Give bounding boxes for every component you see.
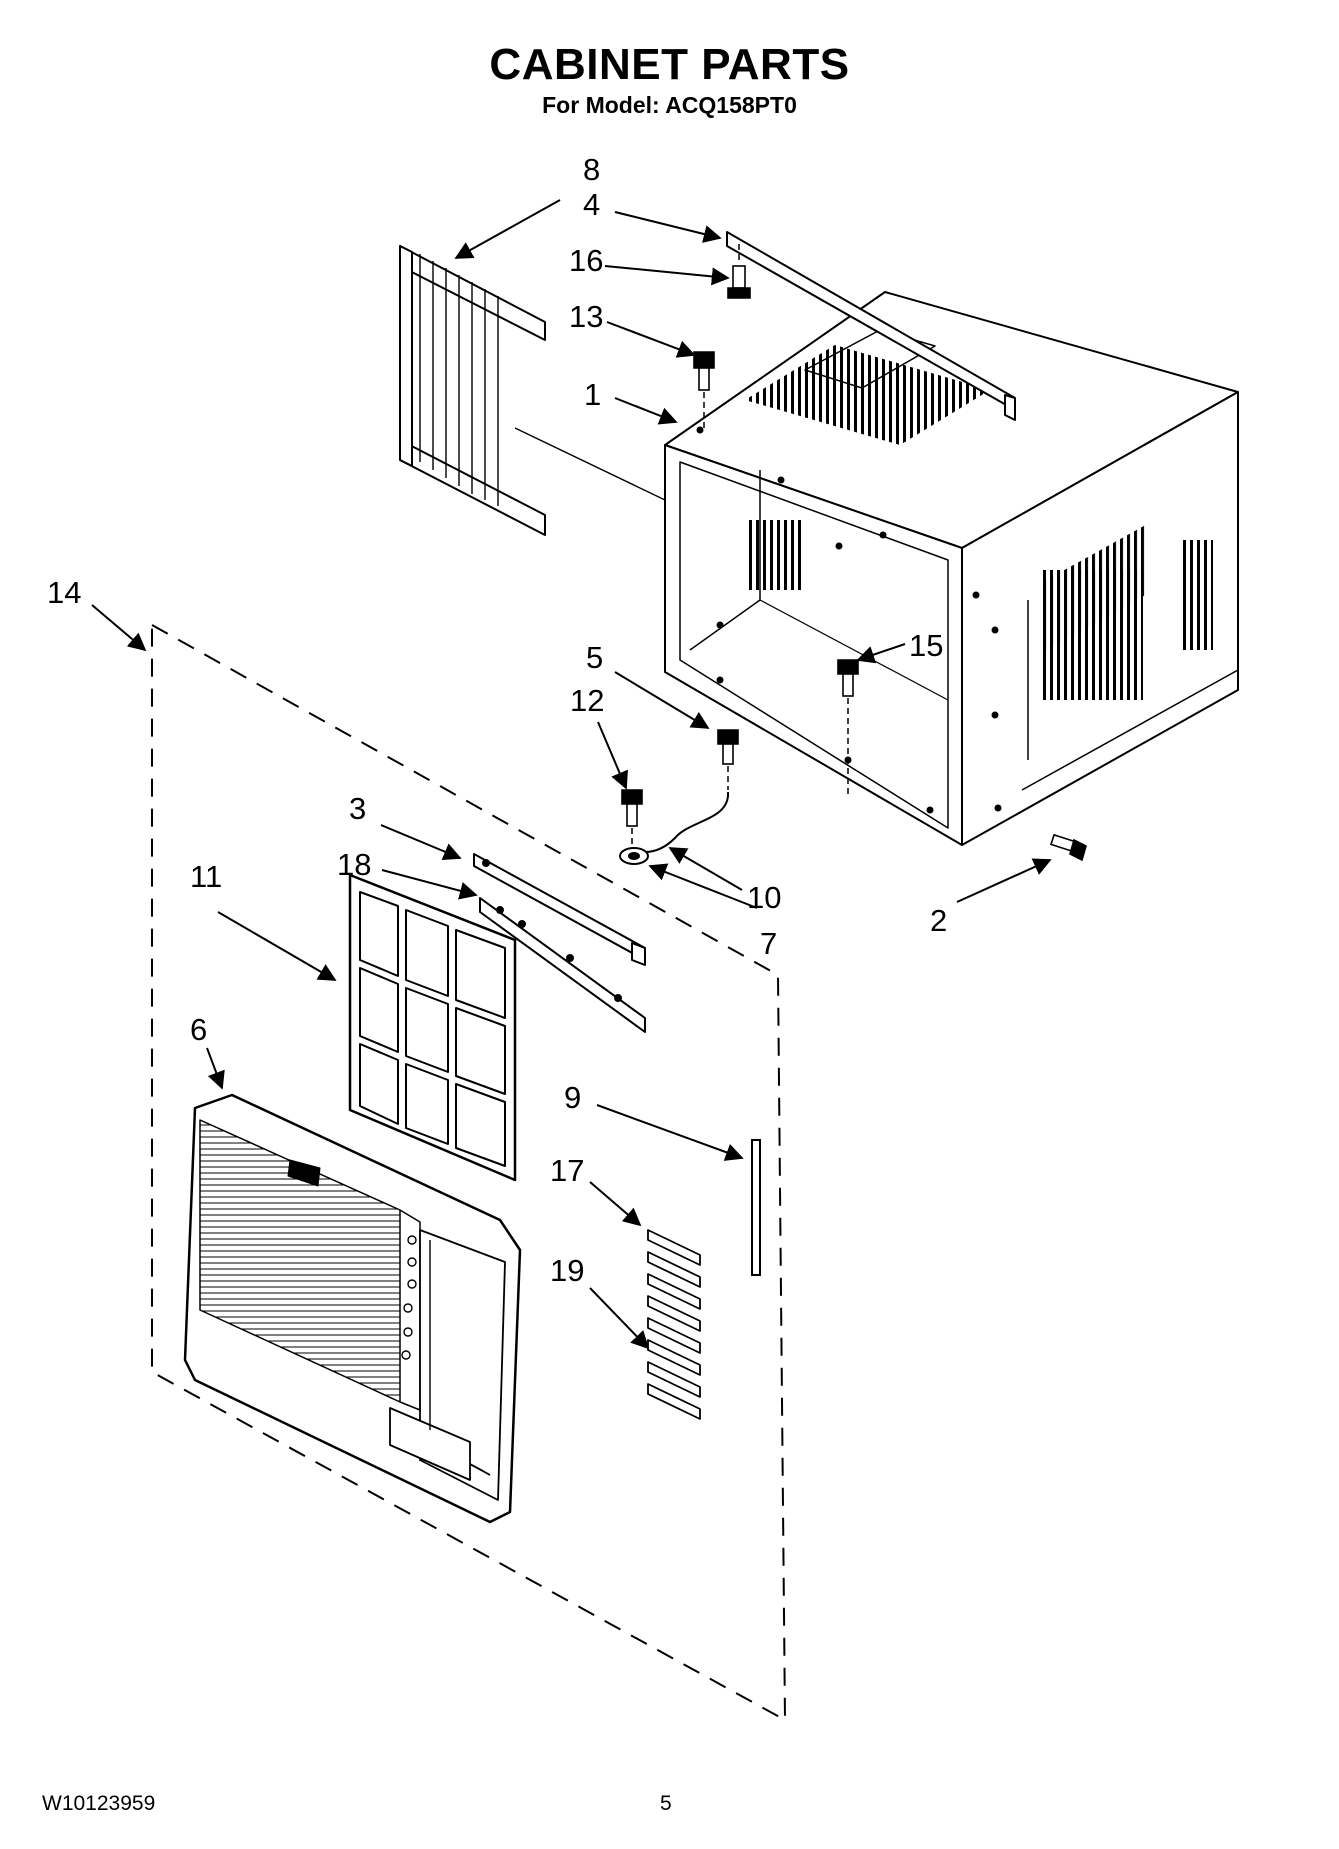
callout-8: 8 [583,152,600,187]
air-filter [348,873,517,1182]
louvers [647,1229,701,1420]
page-title: CABINET PARTS [489,40,850,89]
front-panel-assembly-outline [151,623,787,1722]
page-number: 5 [660,1792,672,1815]
callout-13: 13 [569,299,603,334]
callout-15: 15 [909,628,943,663]
callout-17: 17 [550,1153,584,1188]
model-subtitle: For Model: ACQ158PT0 [542,92,797,118]
accordion-curtain [399,245,666,536]
callout-16: 16 [569,243,603,278]
screw-5 [717,729,739,765]
callout-2: 2 [930,903,947,938]
screw-13 [693,351,715,391]
callout-19: 19 [550,1253,584,1288]
callout-5: 5 [586,640,603,675]
screw-12 [621,789,643,827]
front-grille [183,1093,522,1524]
callout-9: 9 [564,1080,581,1115]
screw-16 [727,265,751,299]
strip-18 [479,897,646,1033]
callout-1: 1 [584,377,601,412]
callout-14: 14 [47,575,81,610]
top-rail [726,231,1016,421]
part-9 [751,1139,761,1276]
ground-wire [644,791,730,853]
callout-4: 4 [583,187,600,222]
leader-lines [91,199,1052,1350]
document-number: W10123959 [42,1792,156,1815]
callout-7: 7 [760,926,777,961]
screw-15 [837,659,859,697]
cabinet-housing [664,291,1239,846]
callout-6: 6 [190,1012,207,1047]
lock-washer [619,847,649,865]
callout-12: 12 [570,683,604,718]
callout-10: 10 [747,880,781,915]
callout-3: 3 [349,791,366,826]
callout-11: 11 [190,859,222,894]
callout-18: 18 [337,847,371,882]
bracket-3 [473,853,646,966]
screw-2 [1049,833,1087,862]
